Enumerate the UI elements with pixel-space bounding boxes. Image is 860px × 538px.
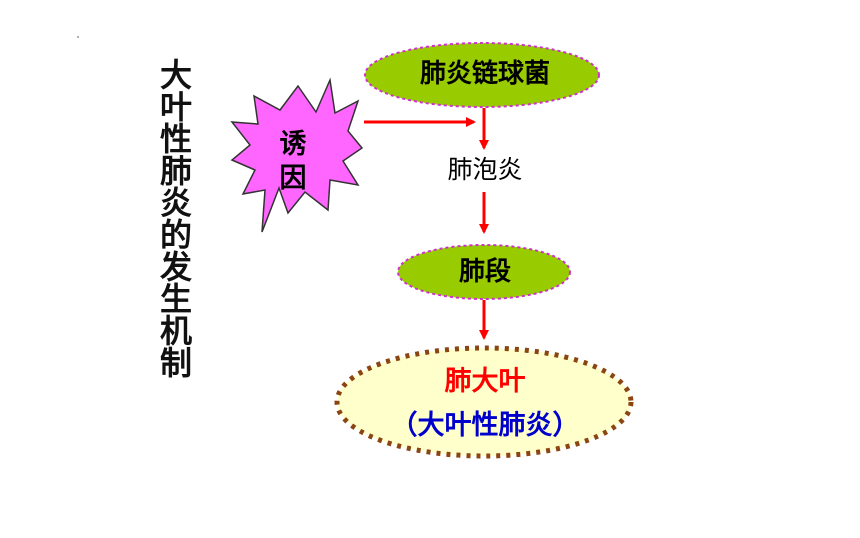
trigger-star bbox=[230, 77, 364, 233]
trigger-label: 诱因 bbox=[279, 129, 307, 194]
lobe-oval bbox=[334, 345, 634, 459]
lobe-label: 肺大叶 bbox=[444, 366, 526, 397]
lobar-pneumonia-label: （大叶性肺炎） bbox=[390, 410, 580, 441]
pathogen-oval bbox=[364, 42, 600, 108]
pathogen-label: 肺炎链球菌 bbox=[419, 59, 550, 89]
alveolitis-label: 肺泡炎 bbox=[447, 155, 523, 184]
segment-label: 肺段 bbox=[458, 257, 511, 287]
segment-oval bbox=[397, 244, 571, 300]
vertical-title: 大叶性肺炎的发生机制 bbox=[155, 58, 193, 378]
speck-dot bbox=[77, 36, 79, 38]
